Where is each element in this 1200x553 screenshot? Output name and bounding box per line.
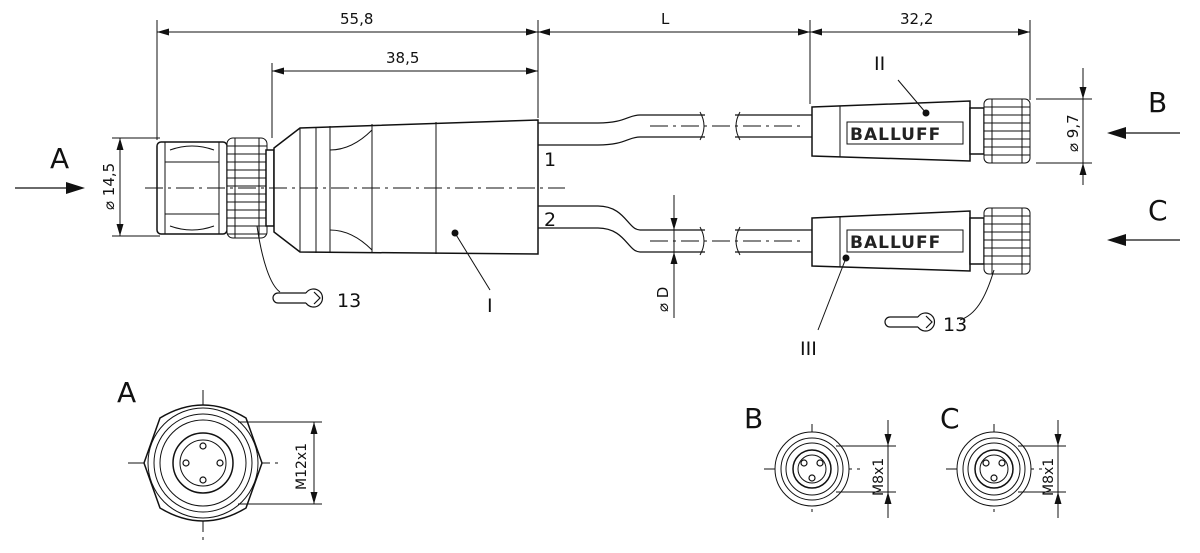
end-view-b-thread: M8x1 [871,458,887,496]
dim-cable-length: L [661,10,670,28]
brand-label-bottom: BALLUFF [850,233,941,253]
view-label-a: A [50,142,69,175]
wrench-size-left: 13 [337,290,361,312]
dim-dia-left: ⌀ 14,5 [100,163,118,210]
part-label-ii: II [874,53,885,75]
view-label-c: C [1148,194,1168,227]
wrench-icon [884,312,936,332]
end-view-b [764,420,896,518]
end-view-a-thread: M12x1 [294,443,310,490]
splitter-body [273,119,539,255]
m8-connector-bottom: BALLUFF [811,207,1031,275]
dia-left-dimension [112,137,160,237]
end-view-a-title: A [117,376,136,409]
wrench-icon [272,288,324,308]
dia-cable-dimension [670,195,678,318]
end-view-a [128,390,322,540]
view-label-b: B [1148,86,1167,119]
dim-dia-cable: ⌀ D [654,287,672,312]
cable-1 [538,111,812,146]
cable-label-2: 2 [544,209,556,231]
end-view-c-title: C [940,402,960,435]
brand-label-top: BALLUFF [850,125,941,145]
part-label-iii: III [800,338,817,360]
dim-splitter-body: 38,5 [386,49,419,67]
dia-right-dimension [1036,68,1092,185]
cable-2 [538,205,812,256]
dim-total-left: 55,8 [340,10,373,28]
m8-connector-top: BALLUFF [811,98,1031,164]
dimension-lines [156,20,1031,140]
end-view-c [946,420,1066,518]
dim-right-connector: 32,2 [900,10,933,28]
end-view-c-thread: M8x1 [1041,458,1057,496]
cable-label-1: 1 [544,149,556,171]
dim-dia-right: ⌀ 9,7 [1064,114,1082,152]
view-arrows [15,127,1180,246]
wrench-size-right: 13 [943,314,967,336]
leader-lines [256,79,995,331]
part-label-i: I [487,295,493,317]
end-view-b-title: B [744,402,763,435]
